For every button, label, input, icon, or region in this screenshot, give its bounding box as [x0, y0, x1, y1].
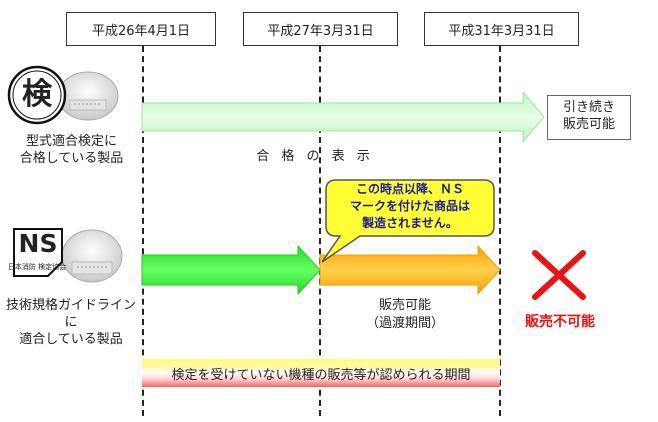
callout-line2: マークを付けた商品は	[349, 199, 470, 213]
ns-label-line1: 技術規格ガイドラインに	[5, 298, 136, 330]
callout-text: この時点以降、ＮＳ マークを付けた商品は 製造されません。	[330, 181, 490, 232]
kentei-product-label: 型式適合検定に 合格している製品	[4, 133, 139, 167]
transition-line2: （過渡期間）	[365, 316, 444, 331]
timeline-marker-2	[319, 46, 321, 416]
date-box-2: 平成27年3月31日	[243, 12, 398, 46]
ns-product-label: 技術規格ガイドラインに 適合している製品	[0, 297, 142, 348]
band-label: 検定を受けていない機種の販売等が認められる期間	[171, 367, 471, 383]
kentei-label-line1: 型式適合検定に	[25, 134, 117, 149]
timeline-marker-1	[142, 46, 144, 416]
smoke-detector-icon	[57, 71, 119, 121]
pass-arrow	[141, 90, 545, 144]
ns-emblem-text: NS	[18, 229, 58, 258]
continue-sale-line1: 引き続き	[562, 100, 615, 115]
callout-line3: 製造されません。	[362, 216, 458, 230]
ns-label-line2: 適合している製品	[19, 332, 123, 347]
sale-permitted-period-band: 検定を受けていない機種の販売等が認められる期間	[142, 359, 500, 387]
pass-mark-label: 合 格 の 表 示	[256, 149, 374, 164]
transition-line1: 販売可能	[378, 298, 431, 313]
ns-emblem-icon	[13, 228, 63, 277]
smoke-detector-icon	[61, 229, 123, 283]
date-box-3: 平成31年3月31日	[424, 12, 579, 46]
timeline-marker-3	[499, 46, 501, 416]
callout-line1: この時点以降、ＮＳ	[355, 182, 464, 196]
callout-bubble	[321, 179, 495, 263]
transition-label: 販売可能 （過渡期間）	[345, 297, 465, 333]
ns-transition-arrow	[319, 244, 501, 296]
ns-sell-arrow	[141, 244, 321, 296]
not-sellable-label: 販売不可能	[525, 314, 595, 330]
ns-emblem-small-text: 日本消防 検定協会	[7, 263, 67, 271]
kentei-emblem-icon	[7, 65, 67, 125]
date-label-3: 平成31年3月31日	[448, 23, 555, 39]
date-label-1: 平成26年4月1日	[91, 23, 191, 39]
kentei-label-line2: 合格している製品	[19, 151, 124, 166]
date-label-2: 平成27年3月31日	[267, 23, 374, 39]
kentei-emblem-char: 検	[22, 77, 52, 112]
continue-sale-line2: 販売可能	[562, 117, 615, 132]
date-box-1: 平成26年4月1日	[66, 12, 216, 46]
continue-sale-box: 引き続き 販売可能	[547, 95, 631, 140]
cross-icon	[532, 250, 586, 300]
